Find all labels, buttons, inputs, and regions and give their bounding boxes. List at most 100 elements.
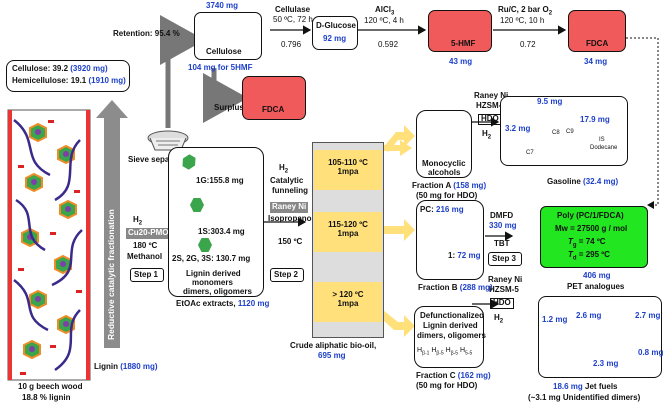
lignin-derived-3: dimers, oligomers xyxy=(183,287,252,296)
fraction-b-tbt: TBT xyxy=(494,239,510,248)
step1-label: Step 1 xyxy=(134,270,159,279)
rcf-arrow xyxy=(96,100,128,348)
lignin-derived-2: monomers xyxy=(192,278,233,287)
funnel-cat2: funneling xyxy=(272,186,308,195)
jet-peak3: 2.7 mg xyxy=(635,311,661,320)
fraction-b-pc: PC: 216 mg xyxy=(420,205,464,214)
monomer-1g: 1G:155.8 mg xyxy=(196,176,244,185)
jet-peak5: 0.8 mg xyxy=(638,348,664,357)
rcf-solvent: Methanol xyxy=(127,252,163,261)
fraction-c-l3: dimers, oligomers xyxy=(417,331,486,340)
fraction-b-dmfd-mass: 330 mg xyxy=(489,221,517,230)
polymer-title: Poly (PC/1/FDCA) xyxy=(557,211,624,220)
step-ruc: Ru/C, 2 bar O2 xyxy=(498,5,553,17)
fraction-c-h2: H2 xyxy=(494,313,504,325)
aromatic-ring-icon xyxy=(190,198,204,212)
yield-glucose: 0.796 xyxy=(281,40,302,49)
fraction-a-label1: Monocyclic xyxy=(422,159,466,168)
polymer-tg: Tg = 74 ºC xyxy=(568,237,606,249)
fraction-c-l2: Lignin derived xyxy=(423,321,478,330)
polymer-box xyxy=(540,206,648,268)
jet-peak1: 1.2 mg xyxy=(542,315,568,324)
cellulose-fibers xyxy=(13,119,83,372)
step-alcl3: AlCl3 xyxy=(375,5,395,17)
gasoline-dodecane: Dodecane xyxy=(590,145,618,151)
step2-label: Step 2 xyxy=(274,270,299,279)
funnel-solvent: Isopropanol xyxy=(268,214,314,223)
yield-hmf: 0.592 xyxy=(378,40,399,49)
fraction-a-label2: alcohols xyxy=(428,168,461,177)
hemicellulose-composition: Hemicellulose: 19.1 (1910 mg) xyxy=(12,76,126,85)
fraction-c-l1: Defunctionalized xyxy=(420,311,485,320)
fraction-c-hdo: HDO xyxy=(490,298,514,309)
crude-bio-oil: Crude aliphatic bio-oil, xyxy=(290,341,377,350)
jet-name: 18.6 mg Jet fuels xyxy=(553,382,618,391)
rcf-catalyst: Cu20-PMO xyxy=(126,228,171,239)
funnel-raney: Raney Ni xyxy=(270,202,309,213)
fraction-a-cat2: HZSM-5 xyxy=(476,101,506,110)
glucose-box xyxy=(312,16,358,50)
yield-fdca: 0.72 xyxy=(520,40,536,49)
hmf-mass: 43 mg xyxy=(449,57,473,66)
cellulose-box xyxy=(194,12,262,60)
monomers-box xyxy=(168,147,264,297)
fraction-b-box xyxy=(416,200,484,280)
funnel-cat1: Catalytic xyxy=(270,176,304,185)
rcf-temp: 180 ºC xyxy=(133,241,158,250)
polymer-mass: 406 mg xyxy=(583,271,611,280)
fraction-c-name: Fraction C (162 mg) xyxy=(416,371,491,380)
monomer-2s2g3s: 2S, 2G, 3S: 130.7 mg xyxy=(172,254,251,263)
step-cellulase: Cellulase xyxy=(275,5,311,14)
glucose-label: D-Glucose xyxy=(316,21,357,30)
cellulose-mass: 3740 mg xyxy=(206,1,239,10)
fraction-c-cat2: HZSM-5 xyxy=(489,285,519,294)
yellow-arrow-a xyxy=(383,125,415,152)
hmf-box xyxy=(428,10,492,52)
step2-box xyxy=(270,268,304,282)
fdca-mass: 34 mg xyxy=(584,57,608,66)
rcf-h2: H2 xyxy=(133,215,143,227)
gasoline-c8: C8 xyxy=(552,130,560,136)
lignin-percent: 18.8 % lignin xyxy=(22,393,71,402)
red-hemicellulose-marks xyxy=(18,120,82,375)
funnel-temp: 150 ºC xyxy=(278,237,303,246)
fdca-surplus-label: FDCA xyxy=(262,105,285,114)
gasoline-peak3: 3.2 mg xyxy=(505,124,531,133)
yellow-arrow-c xyxy=(383,310,415,337)
cellulose-composition: Cellulose: 39.2 (3920 mg) xyxy=(12,64,108,73)
fraction-a-hdo: HDO xyxy=(478,114,502,125)
jet-peak2: 2.6 mg xyxy=(576,311,602,320)
retention-label: Retention: 95.4 % xyxy=(113,29,180,38)
fraction-a-hdo-note: (50 mg for HDO) xyxy=(416,191,478,200)
fraction-a-cat1: Raney Ni xyxy=(474,91,509,100)
gasoline-is: IS xyxy=(599,137,605,143)
fraction-c-hdo-note: (50 mg for HDO) xyxy=(416,381,478,390)
polymer-mw: Mw = 27500 g / mol xyxy=(555,224,628,233)
gasoline-c9: C9 xyxy=(566,129,574,135)
lignin-derived-1: Lignin derived xyxy=(186,269,241,278)
funnel-h2: H2 xyxy=(279,163,289,175)
fraction-a-h2: H2 xyxy=(482,129,492,141)
yellow-arrow-b xyxy=(383,219,415,241)
cellulose-label: Cellulose xyxy=(206,47,242,56)
fraction-b-one: 1: 72 mg xyxy=(448,251,481,260)
cellulose-for-5hmf: 104 mg for 5HMF xyxy=(188,63,253,72)
gasoline-c7: C7 xyxy=(526,150,534,156)
step1-box xyxy=(130,268,164,282)
jet-unidentified: (~3.1 mg Unidentified dimers) xyxy=(528,393,641,402)
fdca-label: FDCA xyxy=(586,39,609,48)
fraction-a-name: Fraction A (158 mg) xyxy=(412,181,487,190)
surplus-label: Surplus xyxy=(214,103,244,112)
lignin-hexagons xyxy=(21,122,77,360)
fraction-c-linkages: Hβ-1 Hβ-5 Hβ-5 H5-5 xyxy=(417,347,473,357)
polymer-name: PET analogues xyxy=(567,282,625,291)
gasoline-peak1: 9.5 mg xyxy=(537,97,563,106)
fraction-b-name: Fraction B (288 mg) xyxy=(418,283,493,292)
lignin-label: Lignin (1880 mg) xyxy=(94,362,158,371)
step3-label: Step 3 xyxy=(492,254,517,263)
beech-label: 10 g beech wood xyxy=(18,382,83,391)
hmf-label: 5-HMF xyxy=(451,39,476,48)
